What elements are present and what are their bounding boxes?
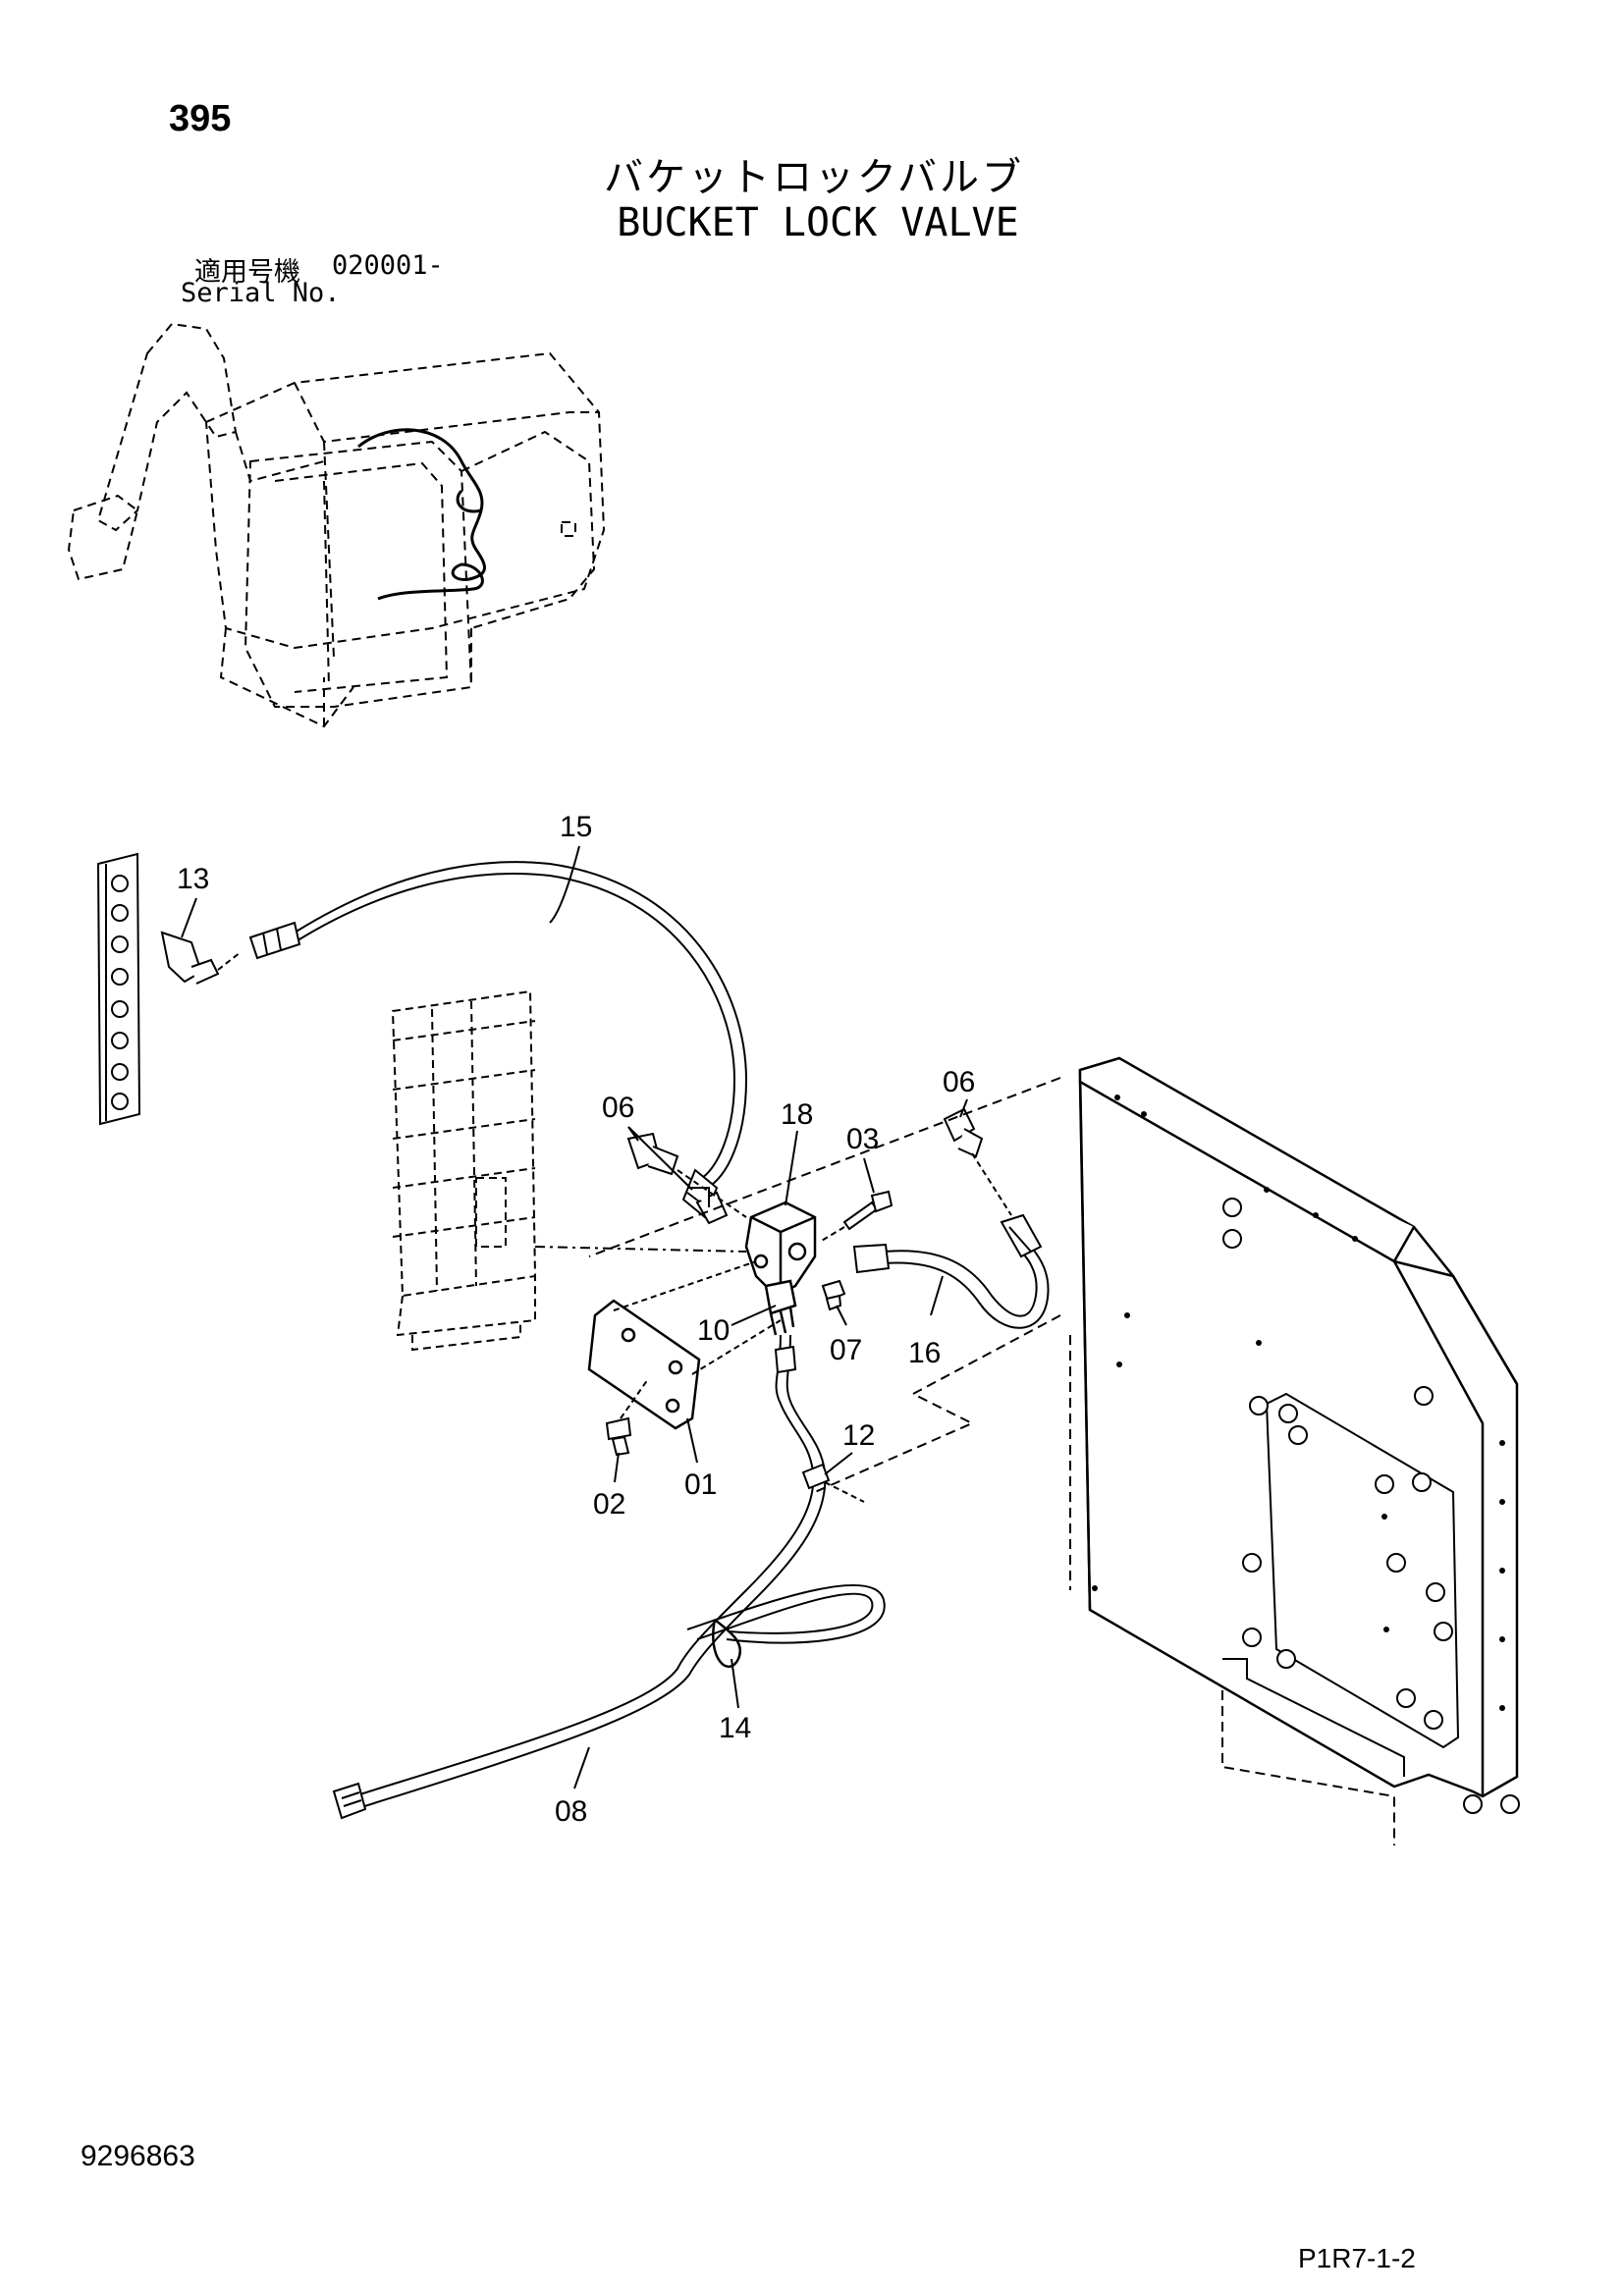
dash-bracket-1 bbox=[613, 1260, 757, 1311]
serial-label-english: Serial No. bbox=[181, 278, 341, 308]
callout-03: 03 bbox=[846, 1123, 879, 1155]
callout-02: 02 bbox=[593, 1488, 625, 1521]
callout-01: 01 bbox=[684, 1468, 717, 1501]
document-number: 9296863 bbox=[81, 2140, 195, 2172]
panel-holes bbox=[1092, 1095, 1505, 1711]
mounting-panel-outline bbox=[588, 1077, 1395, 1845]
bolt-03 bbox=[842, 1190, 893, 1231]
callout-06-right: 06 bbox=[943, 1066, 975, 1098]
callout-13: 13 bbox=[177, 863, 209, 895]
harness-08 bbox=[332, 1334, 886, 1820]
callout-12: 12 bbox=[842, 1419, 875, 1452]
callout-16: 16 bbox=[908, 1337, 941, 1369]
serial-value: 020001- bbox=[332, 250, 444, 281]
callout-14: 14 bbox=[719, 1712, 751, 1744]
callout-10: 10 bbox=[697, 1314, 730, 1347]
dash-06-right bbox=[971, 1152, 1012, 1216]
pilot-manifold bbox=[96, 852, 141, 1126]
dash-12 bbox=[824, 1481, 865, 1503]
callout-06-left: 06 bbox=[602, 1092, 634, 1124]
dash-03 bbox=[819, 1226, 845, 1243]
callout-08: 08 bbox=[555, 1795, 587, 1828]
callout-18: 18 bbox=[781, 1098, 813, 1131]
title-japanese: バケットロックバルブ bbox=[604, 155, 1024, 200]
callout-07: 07 bbox=[830, 1334, 862, 1366]
dash-06-left bbox=[677, 1169, 747, 1218]
title-english: BUCKET LOCK VALVE bbox=[617, 200, 1019, 245]
callout-15: 15 bbox=[560, 811, 592, 843]
dash-bracket-2 bbox=[691, 1319, 782, 1375]
plug-07 bbox=[821, 1279, 846, 1311]
elbow-fitting-06-right bbox=[943, 1107, 984, 1158]
bucket-lock-valve bbox=[744, 1201, 817, 1336]
machine-overview bbox=[67, 322, 606, 728]
hose-16 bbox=[852, 1213, 1050, 1329]
dash-valve-bank bbox=[534, 1246, 747, 1253]
bolt-02 bbox=[605, 1416, 632, 1457]
serial-label-japanese: 適用号機 bbox=[194, 257, 300, 288]
control-valve-bank bbox=[391, 989, 537, 1352]
connector-10 bbox=[774, 1345, 797, 1374]
clip-12 bbox=[801, 1463, 831, 1490]
leader-lines bbox=[181, 845, 968, 1789]
page-code: P1R7-1-2 bbox=[1298, 2243, 1416, 2273]
panel-studs bbox=[1222, 1198, 1520, 1814]
page-number: 395 bbox=[169, 98, 232, 139]
harness-overview bbox=[357, 428, 486, 601]
elbow-fitting-13 bbox=[160, 931, 220, 985]
dash-bolt-02 bbox=[620, 1378, 649, 1419]
bracket-plate bbox=[587, 1299, 701, 1430]
elbow-fittings-06-left bbox=[626, 1132, 729, 1225]
dash-13 bbox=[217, 951, 242, 971]
